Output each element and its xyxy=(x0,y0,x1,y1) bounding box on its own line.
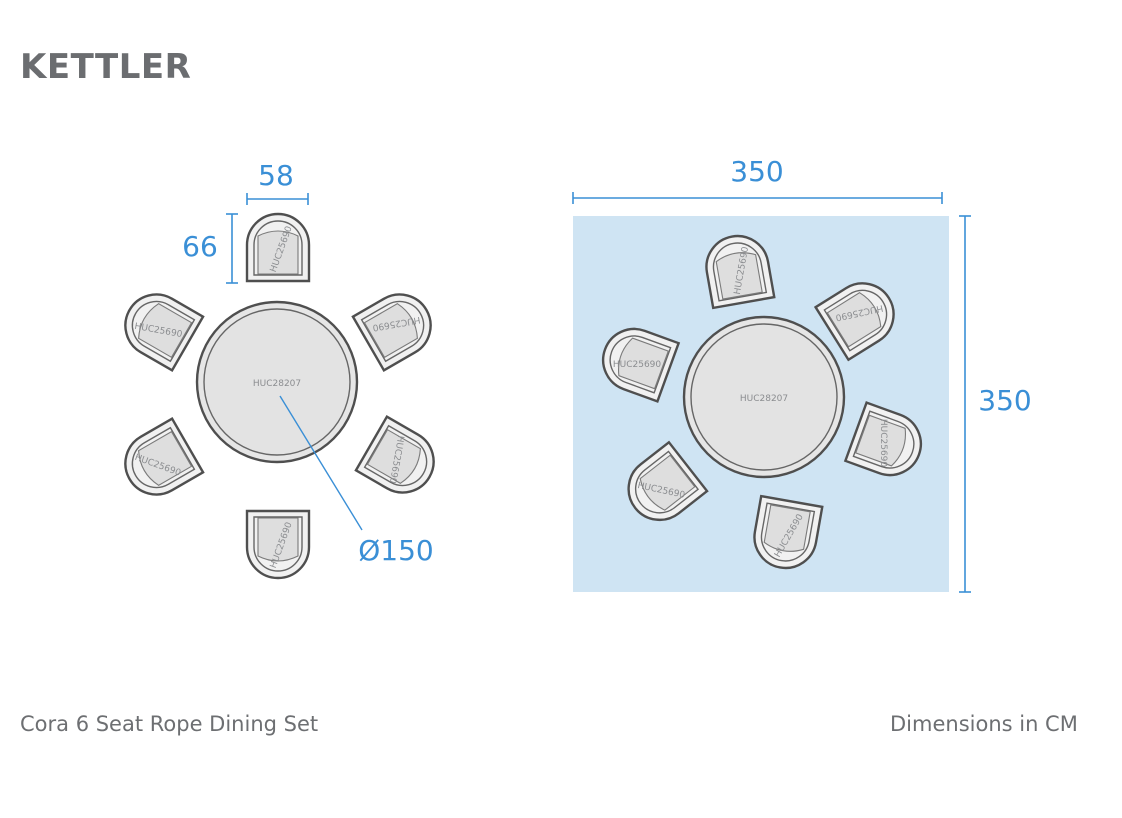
right-chair-code: HUC25690 xyxy=(613,360,662,370)
left-table-code: HUC28207 xyxy=(253,379,301,389)
left-chair: HUC25690 xyxy=(351,281,444,372)
right-chair: HUC25690 xyxy=(748,494,824,575)
right-chair: HUC25690 xyxy=(814,270,907,361)
area-depth-label: 350 xyxy=(978,384,1031,417)
right-chair: HUC25690 xyxy=(844,401,931,485)
table-diameter-label: Ø150 xyxy=(358,534,433,567)
right-chair-code: HUC25690 xyxy=(878,419,888,468)
chair-depth-label: 66 xyxy=(182,230,218,263)
right-table: HUC28207 xyxy=(682,315,846,479)
left-chair: HUC25690 xyxy=(354,415,447,506)
left-plan: 58 66 HUC28207 Ø150 HUC25690 HUC25690 xyxy=(112,159,447,580)
chair-width-dimension: 58 xyxy=(246,159,309,205)
area-depth-dimension: 350 xyxy=(959,215,1032,593)
area-width-label: 350 xyxy=(730,155,783,188)
product-name: Cora 6 Seat Rope Dining Set xyxy=(20,712,319,736)
left-chair: HUC25690 xyxy=(245,212,311,283)
right-table-code: HUC28207 xyxy=(740,394,788,404)
units-note: Dimensions in CM xyxy=(890,712,1078,736)
left-table: HUC28207 xyxy=(195,300,359,464)
right-plan: 350 350 HUC28207 HUC25690 HUC25690 H xyxy=(572,155,1032,593)
right-chair: HUC25690 xyxy=(593,319,680,403)
chair-width-label: 58 xyxy=(258,159,294,192)
left-chair: HUC25690 xyxy=(112,281,205,372)
left-chair: HUC25690 xyxy=(245,509,311,580)
left-chair: HUC25690 xyxy=(112,417,205,508)
chair-depth-dimension: 66 xyxy=(182,213,238,284)
brand-logo: KETTLER xyxy=(20,47,192,87)
right-chair: HUC25690 xyxy=(614,441,709,534)
diameter-leader-line xyxy=(279,395,363,531)
right-chair: HUC25690 xyxy=(700,229,776,310)
area-width-dimension: 350 xyxy=(572,155,943,204)
